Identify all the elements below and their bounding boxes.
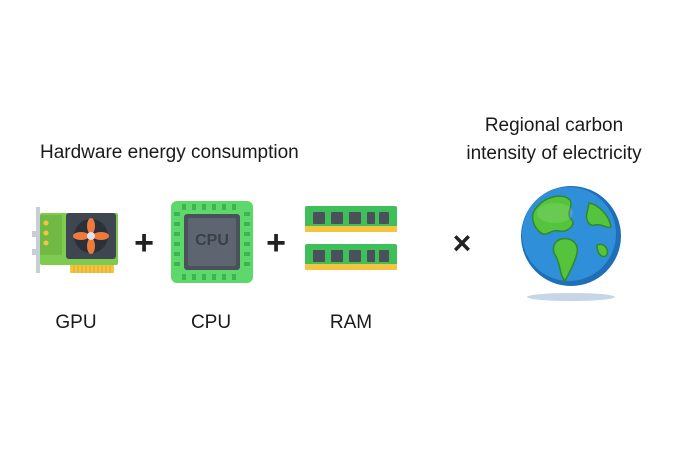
plus-operator-1: + — [134, 224, 154, 262]
cpu-icon — [168, 198, 256, 286]
carbon-intensity-heading: Regional carbon intensity of electricity — [438, 112, 670, 168]
plus-operator-2: + — [266, 224, 286, 262]
gpu-label: GPU — [55, 312, 97, 333]
multiply-operator: × — [452, 225, 472, 261]
ram-label: RAM — [329, 312, 373, 333]
gpu-icon — [30, 205, 122, 277]
cpu-label: CPU — [190, 312, 232, 333]
cpu-chip-text: CPU — [195, 232, 229, 249]
carbon-intensity-heading-line1: Regional carbon — [484, 115, 624, 136]
carbon-intensity-heading-line2: intensity of electricity — [466, 143, 642, 164]
hardware-energy-heading: Hardware energy consumption — [40, 142, 299, 163]
ram-icon — [303, 204, 399, 274]
globe-icon — [515, 183, 627, 305]
